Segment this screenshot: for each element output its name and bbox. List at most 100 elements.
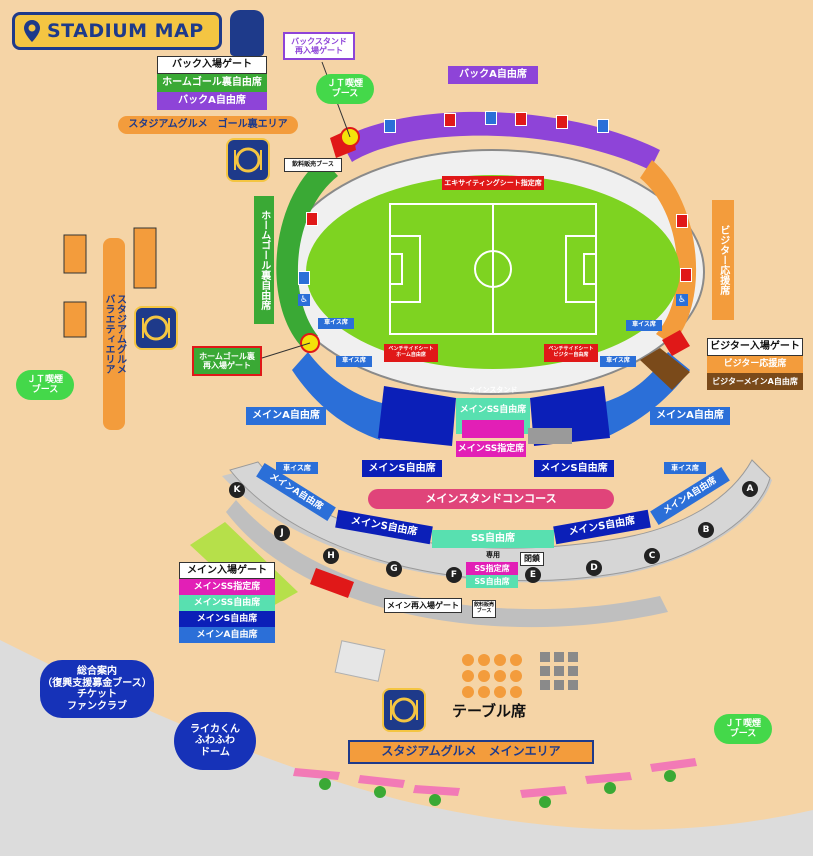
bench-home-label: ベンチサイドシート ホーム自由席 [384,344,438,362]
gourmet-icon [382,688,426,732]
main-entry-gate-marker [310,568,354,598]
main-entry-seat-s-free: メインS自由席 [179,611,275,627]
wheelchair-label-back-left: 車イス席 [318,318,354,329]
variety-tent-1 [63,234,87,274]
main-ss-free-label: メインSS自由席 [458,403,528,417]
home-goal-free-label: ホームゴール裏自由席 [254,196,274,324]
restroom-icon [597,119,609,133]
back-restand-gate-label: バックスタンド 再入場ゲート [283,32,355,60]
wheelchair-icon: ♿ [676,294,688,306]
main-s-left-block [378,386,456,446]
mascot-icon [230,10,264,56]
main-entry-seat-a-free: メインA自由席 [179,627,275,643]
smoking-booth-right: ＪＴ喫煙 ブース [714,714,772,744]
gate-g[interactable]: G [386,561,402,577]
table-seats-grid [540,652,578,690]
main-grey-block [528,428,572,444]
main-entry-seat-ss-reserved: メインSS指定席 [179,579,275,595]
restroom-icon [444,113,456,127]
home-goal-free-text: ホームゴール裏自由席 [258,210,270,310]
gate-b[interactable]: B [698,522,714,538]
restroom-icon [515,112,527,126]
gourmet-variety-text: スタジアムグルメ バラエティエリア [103,294,126,374]
back-entry-gate-label: バック入場ゲート [157,56,267,74]
ss-reserved-small: SS指定席 [466,562,518,575]
restroom-icon [306,212,318,226]
gourmet-variety-area-label: スタジアムグルメ バラエティエリア [103,238,126,430]
info-center-label: 総合案内 （復興支援募金ブース） チケット ファンクラブ [40,660,154,718]
main-a-left-label: メインA自由席 [246,407,326,425]
visitor-main-a-section [640,348,690,390]
visitor-gate-seat-main-a: ビジターメインA自由席 [707,373,803,390]
restroom-icon [680,268,692,282]
closed-label: 閉鎖 [520,552,544,566]
gate-c[interactable]: C [644,548,660,564]
visitor-gate-seat-support: ビジター応援席 [707,356,803,373]
main-stand-outer [229,459,771,582]
main-stand-label: メインスタンド [468,385,518,394]
table-seats-tables [462,654,522,698]
dedicated-label: 専用 [486,551,500,560]
variety-tent-3 [63,301,87,338]
gourmet-goal-area-label: スタジアムグルメ ゴール裏エリア [118,116,298,134]
back-gate-seat-back: バックA自由席 [157,92,267,110]
drink-booth-back-label: 飲料販売ブース [284,158,342,172]
table-seats-label: テーブル席 [451,702,527,721]
raika-dome-label: ライカくん ふわふわ ドーム [174,712,256,770]
restroom-icon [556,115,568,129]
wheelchair-label-lower-right: 車イス席 [664,462,706,474]
main-s-left-label: メインS自由席 [362,460,442,477]
gate-h[interactable]: H [323,548,339,564]
main-area-tent-dots [319,770,676,808]
ss-free-small: SS自由席 [466,575,518,588]
gate-f[interactable]: F [446,567,462,583]
gourmet-icon [134,306,178,350]
smoking-booth-top: ＪＴ喫煙 ブース [316,74,374,104]
page-title: STADIUM MAP [47,20,204,42]
wheelchair-label-main-left: 車イス席 [336,356,372,367]
visitor-gate-marker [662,330,690,356]
gate-a[interactable]: A [742,481,758,497]
main-a-right-label: メインA自由席 [650,407,730,425]
restroom-icon [676,214,688,228]
map-pin-icon [23,19,41,43]
title-badge: STADIUM MAP [12,12,222,50]
gate-e[interactable]: E [525,567,541,583]
main-ss-reserved-label: メインSS指定席 [456,441,526,457]
gate-j[interactable]: J [274,525,290,541]
wheelchair-label-back-right: 車イス席 [626,320,662,331]
gourmet-icon [226,138,270,182]
bench-visitor-label: ベンチサイドシート ビジター自由席 [544,344,598,362]
visitor-entry-gate-label: ビジター入場ゲート [707,338,803,356]
gate-d[interactable]: D [586,560,602,576]
lower-ss-free: SS自由席 [432,530,554,548]
restroom-icon [485,111,497,125]
main-entry-seat-ss-free: メインSS自由席 [179,595,275,611]
back-a-free-label: バックA自由席 [448,66,538,84]
pitch-lines [389,203,597,335]
main-a-left-arc [292,352,386,440]
gourmet-main-area-label: スタジアムグルメ メインエリア [348,740,594,764]
visitor-support-label: ビジター応援席 [712,200,734,320]
visitor-support-text: ビジター応援席 [717,225,729,295]
restroom-block [334,640,386,682]
back-stand-arc [340,111,660,170]
variety-tent-2 [133,227,157,289]
main-entry-gate-label: メイン入場ゲート [179,562,275,579]
main-lower-grey-band [226,500,668,628]
gate-k[interactable]: K [229,482,245,498]
main-s-right-label: メインS自由席 [534,460,614,477]
exciting-seat-label: エキサイティングシート指定席 [442,176,544,190]
main-reentry-gate-label: メイン再入場ゲート [384,598,462,613]
main-concourse-label: メインスタンドコンコース [368,489,614,509]
road-area [0,640,813,856]
restroom-icon [298,271,310,285]
wheelchair-icon: ♿ [298,294,310,306]
main-ss-reserved-block [462,420,524,438]
home-goal-stand-arc [276,158,338,345]
main-area-tents [293,758,697,798]
home-reentry-gate-label: ホームゴール裏 再入場ゲート [192,346,262,376]
back-gate-seat-home: ホームゴール裏自由席 [157,74,267,92]
wheelchair-label-main-right: 車イス席 [600,356,636,367]
